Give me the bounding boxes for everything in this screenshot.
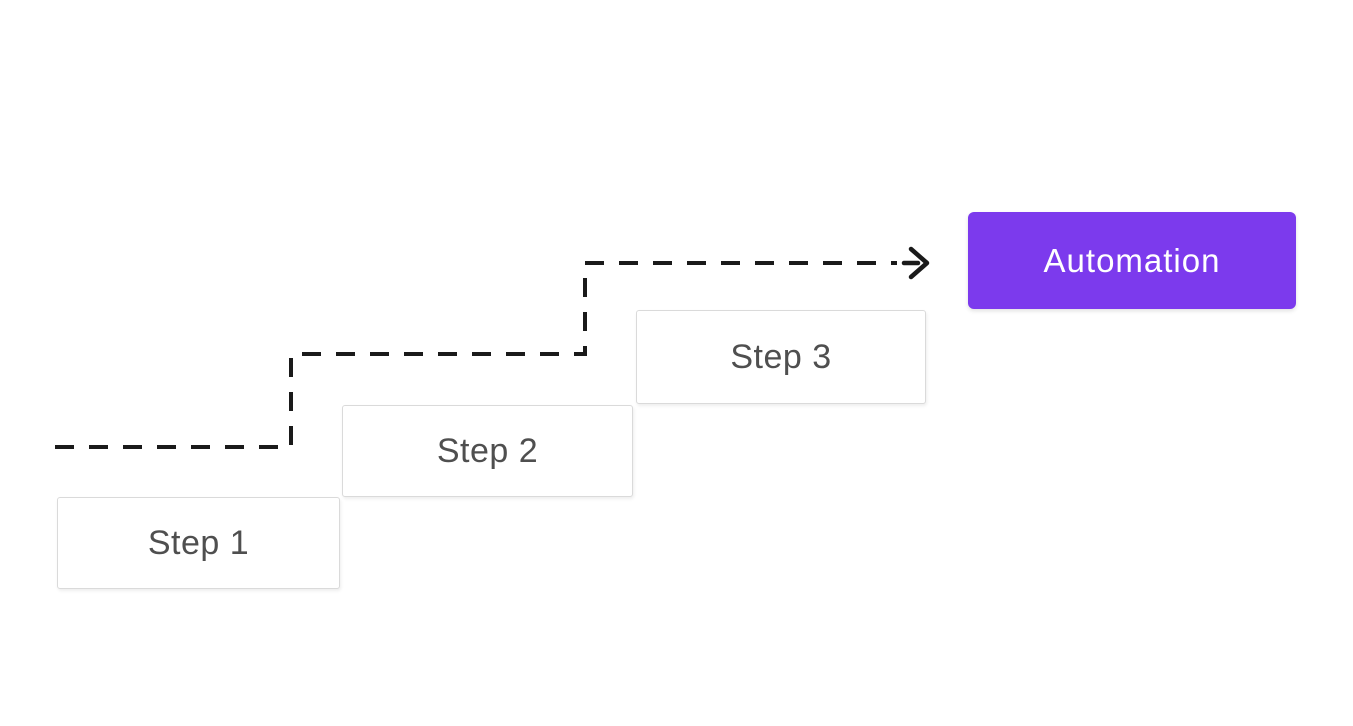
step-2-box: Step 2 [342, 405, 633, 497]
automation-box: Automation [968, 212, 1296, 309]
arrowhead-icon [908, 246, 930, 280]
step-1-label: Step 1 [147, 523, 250, 562]
step-3-label: Step 3 [730, 337, 832, 376]
step-1-box: Step 1 [57, 497, 340, 589]
automation-label: Automation [1043, 241, 1221, 279]
step-3-box: Step 3 [636, 310, 926, 404]
step-2-label: Step 2 [436, 431, 539, 470]
